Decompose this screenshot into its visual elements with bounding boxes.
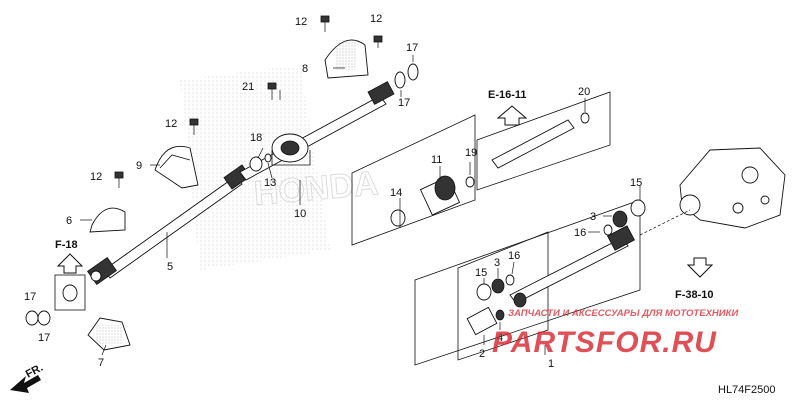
callout-6: 6	[66, 215, 72, 227]
callout-18: 18	[250, 132, 262, 144]
callout-12-a: 12	[295, 16, 307, 28]
ref-arrow-f38	[686, 257, 714, 278]
callout-17-b: 17	[398, 97, 410, 109]
bolt-12-a	[320, 15, 330, 32]
callout-17-d: 17	[38, 332, 50, 344]
bolt-21	[267, 82, 277, 100]
callout-17-a: 17	[406, 42, 418, 54]
ref-box-f18	[54, 274, 86, 311]
callout-12-c: 12	[165, 118, 177, 130]
callout-11: 11	[431, 154, 442, 166]
callout-5: 5	[167, 261, 173, 273]
callout-4: 4	[497, 332, 503, 344]
front-arrow-icon	[10, 375, 41, 393]
callout-21: 21	[242, 81, 254, 93]
callout-16-b: 16	[508, 250, 520, 262]
final-gear-case	[639, 147, 786, 236]
callout-1: 1	[548, 358, 554, 370]
mount-bracket-8	[324, 39, 369, 79]
ref-arrow-f18	[56, 253, 84, 274]
output-shaft-frame	[476, 91, 611, 191]
callout-20: 20	[578, 86, 590, 98]
callout-19: 19	[465, 147, 477, 159]
watermark-tagline: ЗАПЧАСТИ И АКСЕССУАРЫ ДЛЯ МОТОТЕХНИКИ	[508, 308, 738, 319]
callout-10: 10	[294, 208, 306, 220]
bolt-12-b	[373, 35, 383, 48]
callout-3-b: 3	[494, 257, 500, 269]
callout-numbers: 1 2 3 3 4 5 6 7 8 9 10 11 12 12 12 12 13…	[24, 13, 642, 370]
mount-bracket-6	[89, 207, 126, 233]
callout-15-a: 15	[630, 177, 642, 189]
drive-shaft-1-frame	[414, 199, 646, 366]
leader-lines	[80, 55, 641, 356]
callout-15-b: 15	[475, 267, 487, 279]
callout-13: 13	[264, 177, 276, 189]
callout-8: 8	[302, 63, 308, 75]
callout-14: 14	[390, 187, 402, 199]
ref-label-e16: E-16-11	[488, 89, 527, 101]
center-bearing-10	[271, 133, 311, 166]
callout-12-b: 12	[370, 13, 382, 25]
ref-label-f18: F-18	[55, 239, 78, 251]
callout-17-c: 17	[24, 291, 36, 303]
skid-plate-7	[87, 317, 131, 351]
ref-arrow-e16	[496, 105, 528, 126]
callout-12-d: 12	[90, 171, 102, 183]
diagram-code: HL74F2500	[718, 384, 776, 396]
callout-2: 2	[479, 348, 485, 360]
callout-7: 7	[98, 357, 104, 369]
o-rings-17-left	[25, 310, 51, 326]
callout-3-a: 3	[590, 211, 596, 223]
clip-13	[264, 153, 272, 163]
boot-assembly-frame	[351, 114, 476, 246]
o-rings-17-upper	[394, 63, 419, 89]
upper-shaft	[239, 81, 395, 181]
callout-9: 9	[136, 160, 142, 172]
bolt-12-d	[114, 171, 124, 188]
front-label: FR.	[24, 362, 45, 381]
mount-bracket-9	[154, 145, 199, 189]
bolt-12-c	[189, 118, 199, 135]
ref-label-f38: F-38-10	[675, 289, 714, 301]
callout-16-a: 16	[574, 227, 586, 239]
o-ring-18	[249, 156, 263, 172]
watermark-brand: PARTSFOR.RU	[492, 326, 717, 359]
